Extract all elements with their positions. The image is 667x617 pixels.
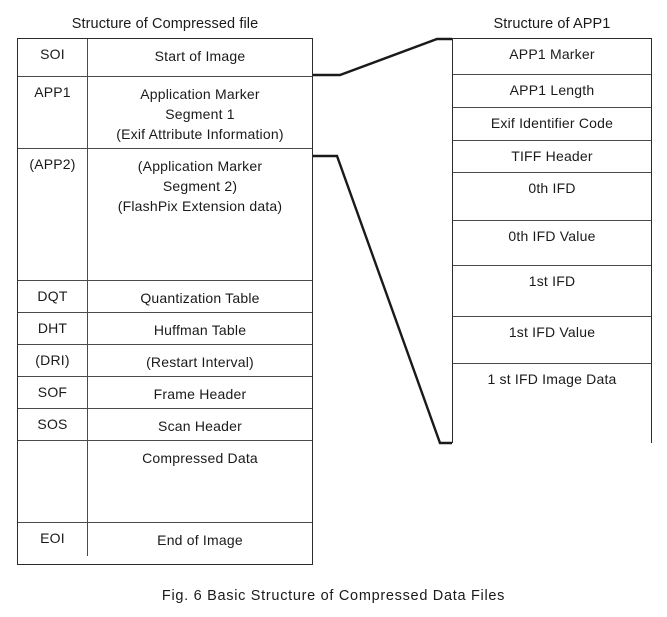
app1-field-label: APP1 Length [509,82,595,98]
description-cell: Scan Header [88,409,312,440]
app1-field-label: Exif Identifier Code [490,115,614,131]
app1-top-leader-line [313,37,452,77]
description-line: Compressed Data [142,450,258,466]
table-row: TIFF Header [453,141,651,173]
table-row: 1st IFD [453,266,651,317]
table-row: (DRI) (Restart Interval) [18,345,312,377]
description-line: End of Image [157,532,243,548]
description-line: (Exif Attribute Information) [116,126,284,142]
marker-cell: (APP2) [18,149,88,280]
marker-cell: SOS [18,409,88,440]
description-cell: Compressed Data [88,441,312,522]
description-line: (FlashPix Extension data) [117,198,283,214]
description-cell: Quantization Table [88,281,312,312]
figure-caption: Fig. 6 Basic Structure of Compressed Dat… [161,588,506,604]
table-row: Exif Identifier Code [453,108,651,141]
description-line: Scan Header [158,418,242,434]
description-line: Start of Image [154,48,246,64]
description-line: Application Marker [140,86,260,102]
table-row: 0th IFD Value [453,221,651,266]
app1-field-label: 1 st IFD Image Data [487,371,617,387]
app1-field-label: 1st IFD Value [508,324,596,340]
marker-cell: APP1 [18,77,88,148]
description-line: Quantization Table [140,290,260,306]
marker-cell: DHT [18,313,88,344]
description-cell: Start of Image [88,39,312,76]
description-cell: End of Image [88,523,312,556]
marker-cell: DQT [18,281,88,312]
table-row: 1 st IFD Image Data [453,364,651,444]
app1-field-label: APP1 Marker [509,46,595,62]
marker-cell: (DRI) [18,345,88,376]
table-row: EOI End of Image [18,523,312,556]
app1-field-label: TIFF Header [511,148,593,164]
table-row: APP1 Marker [453,39,651,75]
app1-field-label: 0th IFD Value [508,228,596,244]
right-table-title: Structure of APP1 [493,16,611,32]
table-row: SOS Scan Header [18,409,312,441]
description-line: Frame Header [153,386,247,402]
marker-cell: SOF [18,377,88,408]
description-line: (Application Marker [137,158,263,174]
table-row: 0th IFD [453,173,651,221]
description-line: (Restart Interval) [146,354,254,370]
table-row: Compressed Data [18,441,312,523]
left-table-title: Structure of Compressed file [71,16,259,32]
marker-cell: EOI [18,523,88,556]
table-row: SOI Start of Image [18,39,312,77]
table-row: 1st IFD Value [453,317,651,364]
table-row: DQT Quantization Table [18,281,312,313]
marker-cell: SOI [18,39,88,76]
description-cell: (Restart Interval) [88,345,312,376]
description-cell: Frame Header [88,377,312,408]
description-line: Segment 2) [162,178,238,194]
description-line: Huffman Table [153,322,247,338]
app1-bottom-leader-line [313,154,452,445]
marker-cell [18,441,88,522]
table-row: DHT Huffman Table [18,313,312,345]
app1-field-label: 0th IFD [528,180,576,196]
table-row: SOF Frame Header [18,377,312,409]
description-line: Segment 1 [165,106,235,122]
table-row: APP1 Length [453,75,651,108]
description-cell: Huffman Table [88,313,312,344]
app1-field-label: 1st IFD [528,273,576,289]
